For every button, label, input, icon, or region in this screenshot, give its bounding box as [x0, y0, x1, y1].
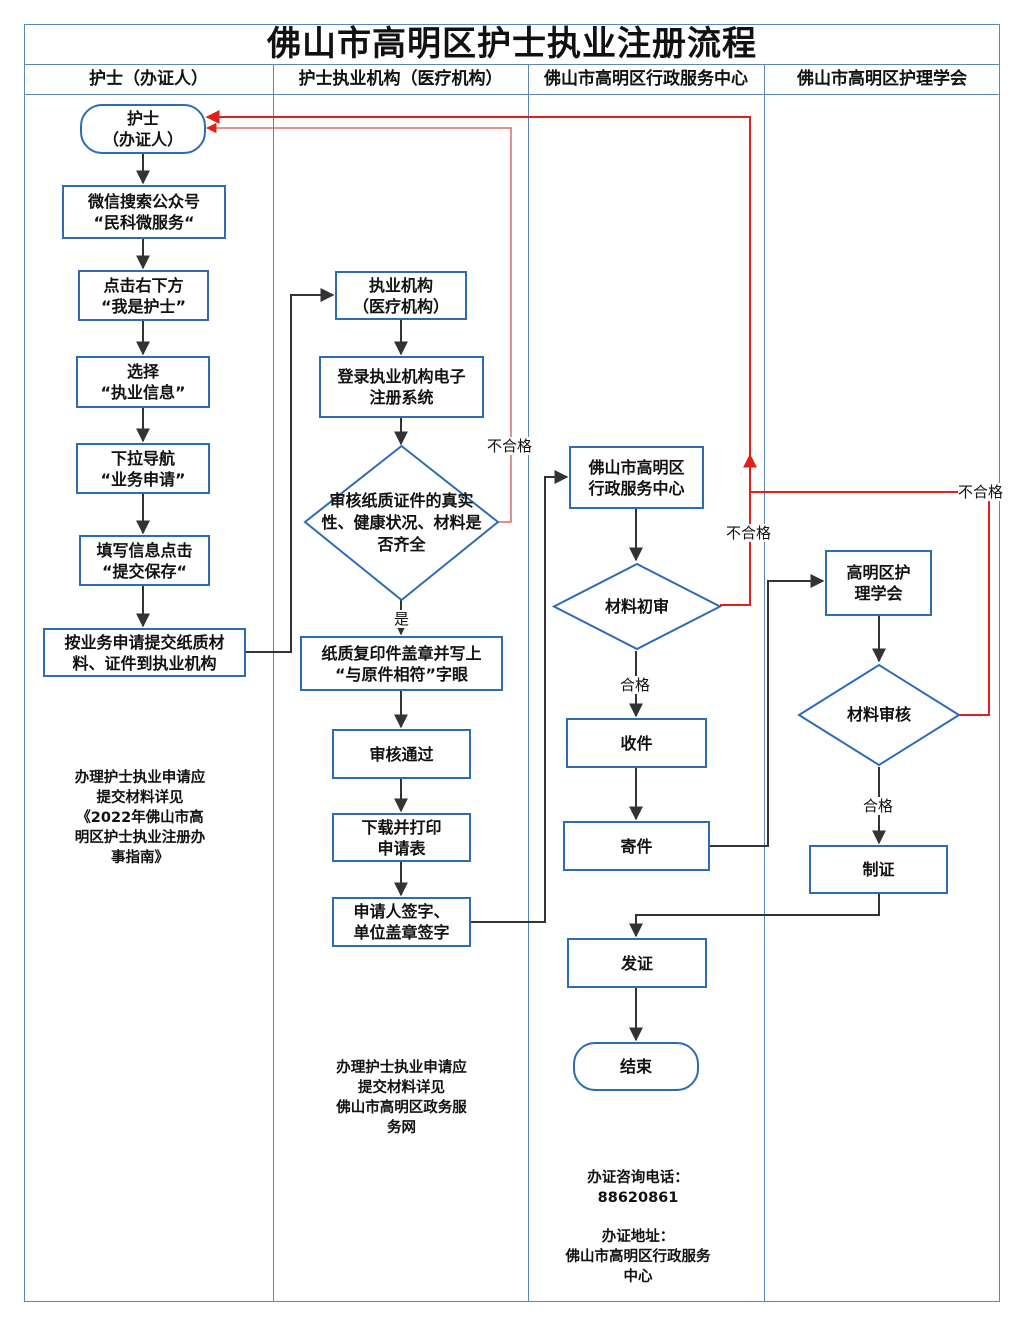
- node-make-cert: 制证: [809, 845, 948, 894]
- note-address: 办证地址： 佛山市高明区行政服务 中心: [565, 1229, 711, 1285]
- node-sign-stamp: 申请人签字、 单位盖章签字: [332, 897, 471, 947]
- title-divider: [24, 64, 1000, 65]
- node-download-print: 下载并打印 申请表: [332, 813, 471, 862]
- node-review-pass: 审核通过: [332, 729, 471, 779]
- diamond-initial-review: [552, 562, 722, 651]
- header-divider: [24, 94, 1000, 95]
- arrow-submit-to-institution: [246, 288, 335, 653]
- node-dropdown-nav: 下拉导航 “业务申请”: [76, 443, 210, 494]
- node-wechat-search: 微信搜索公众号 “民科微服务“: [62, 185, 226, 239]
- node-submit-paper: 按业务申请提交纸质材 料、证件到执业机构: [43, 628, 246, 677]
- node-institution: 执业机构 （医疗机构）: [335, 271, 467, 320]
- node-nurse-start: 护士 （办证人）: [80, 104, 206, 154]
- reject-arrow-institution: [205, 122, 512, 523]
- node-material-review: 材料审核: [846, 705, 911, 724]
- diagram-frame: [24, 24, 1000, 1302]
- node-receive: 收件: [566, 718, 707, 768]
- label-fail-society: 不合格: [958, 483, 1004, 501]
- node-end: 结束: [573, 1042, 699, 1091]
- arrow-sign-to-center: [471, 470, 569, 923]
- lane-header-nurse: 护士（办证人）: [89, 69, 208, 89]
- note-nurse-materials: 办理护士执业申请应 提交材料详见 《2022年佛山市高 明区护士执业注册办 事指…: [74, 770, 206, 866]
- note-institution-materials: 办理护士执业申请应 提交材料详见 佛山市高明区政务服 务网: [336, 1060, 467, 1136]
- arrow-make-to-issue: [629, 894, 880, 938]
- node-mail: 寄件: [563, 821, 710, 871]
- note-consult-phone: 办证咨询电话： 88620861: [587, 1170, 689, 1206]
- lane-divider-1: [273, 64, 274, 1302]
- node-society: 高明区护 理学会: [825, 550, 932, 616]
- node-fill-submit: 填写信息点击 “提交保存“: [79, 535, 210, 586]
- node-initial-review: 材料初审: [604, 596, 669, 616]
- label-pass-society: 合格: [863, 797, 894, 815]
- lane-header-institution: 护士执业机构（医疗机构）: [298, 69, 503, 89]
- lane-header-service-center: 佛山市高明区行政服务中心: [544, 69, 748, 89]
- page-title: 佛山市高明区护士执业注册流程: [267, 24, 757, 64]
- label-pass-center: 合格: [620, 676, 651, 694]
- label-yes: 是: [394, 610, 410, 628]
- node-service-center: 佛山市高明区 行政服务中心: [569, 446, 704, 509]
- lane-header-nursing-society: 佛山市高明区护理学会: [797, 69, 967, 89]
- node-click-bottom-right: 点击右下方 “我是护士”: [78, 270, 209, 321]
- label-fail-center: 不合格: [726, 524, 772, 542]
- arrow-mail-to-society: [710, 574, 825, 847]
- node-stamp-copy: 纸质复印件盖章并写上 “与原件相符”字眼: [300, 636, 503, 691]
- diamond-material-review: [797, 663, 961, 767]
- lane-divider-3: [764, 64, 765, 1302]
- label-fail-institution: 不合格: [487, 437, 533, 455]
- node-review-paper: 审核纸质证件的真实 性、健康状况、材料是 否齐全: [321, 491, 482, 554]
- lane-divider-2: [528, 64, 529, 1302]
- node-issue: 发证: [567, 938, 707, 988]
- diamond-review-paper: [303, 444, 500, 602]
- reject-arrow-center: [205, 110, 751, 606]
- node-login-system: 登录执业机构电子 注册系统: [319, 356, 484, 418]
- node-select-info: 选择 “执业信息”: [76, 356, 210, 408]
